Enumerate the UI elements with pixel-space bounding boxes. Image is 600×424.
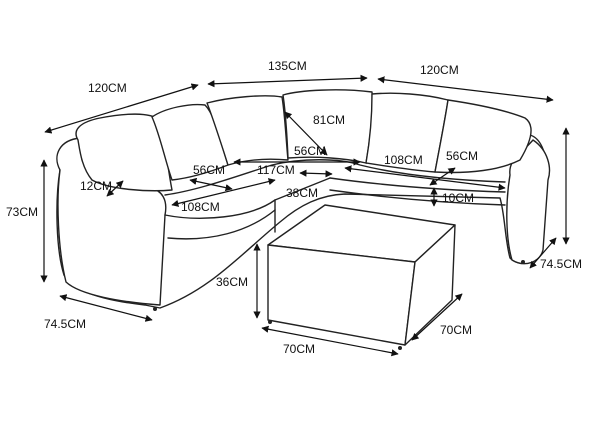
- dimension-lines: [40, 74, 570, 357]
- dim-seat-108-right: [344, 165, 506, 191]
- label-depth-74-5-right: 74.5CM: [540, 257, 582, 271]
- sofa-foot: [153, 307, 157, 311]
- label-seat-10: 10CM: [442, 191, 474, 205]
- dim-back-81: [284, 111, 328, 156]
- label-table-70-bottom: 70CM: [283, 342, 315, 356]
- label-back-81: 81CM: [313, 113, 345, 127]
- label-top-right-120: 120CM: [420, 63, 459, 77]
- label-top-left-120: 120CM: [88, 81, 127, 95]
- dim-table-70-right: [411, 293, 463, 341]
- label-back-56-mid: 56CM: [294, 144, 326, 158]
- label-cushion-56-left: 56CM: [193, 163, 225, 177]
- dim-cushion-56-left: [189, 177, 233, 192]
- dim-cushion-56-right: [429, 167, 456, 186]
- label-table-36: 36CM: [216, 275, 248, 289]
- dim-seat-108-left: [171, 178, 276, 207]
- dim-seat-38: [299, 169, 333, 178]
- dim-top-left-120: [44, 83, 199, 134]
- dim-top-right-120: [377, 76, 554, 103]
- label-arm-12: 12CM: [80, 179, 112, 193]
- sofa-foot: [521, 260, 525, 264]
- dim-top-mid-135: [207, 74, 368, 88]
- label-depth-74-5-left: 74.5CM: [44, 317, 86, 331]
- label-cushion-56-right: 56CM: [446, 149, 478, 163]
- back-cushions: [75, 89, 532, 192]
- table-foot: [268, 320, 272, 324]
- label-height-73: 73CM: [6, 205, 38, 219]
- dim-arm-12: [106, 180, 124, 197]
- label-seat-108-right: 108CM: [384, 153, 423, 167]
- label-top-mid-135: 135CM: [268, 59, 307, 73]
- dim-table-70-bottom: [261, 325, 399, 357]
- dim-depth-74-5-right: [529, 237, 557, 269]
- label-seat-38: 38CM: [286, 186, 318, 200]
- dim-depth-74-5-left: [59, 294, 153, 322]
- label-table-70-right: 70CM: [440, 323, 472, 337]
- dimension-labels: 120CM 135CM 120CM 73CM 12CM 56CM 108CM 8…: [6, 59, 582, 356]
- coffee-table: [267, 204, 456, 350]
- table-foot: [398, 346, 402, 350]
- label-seat-108-left: 108CM: [181, 200, 220, 214]
- label-seat-117: 117CM: [257, 163, 295, 177]
